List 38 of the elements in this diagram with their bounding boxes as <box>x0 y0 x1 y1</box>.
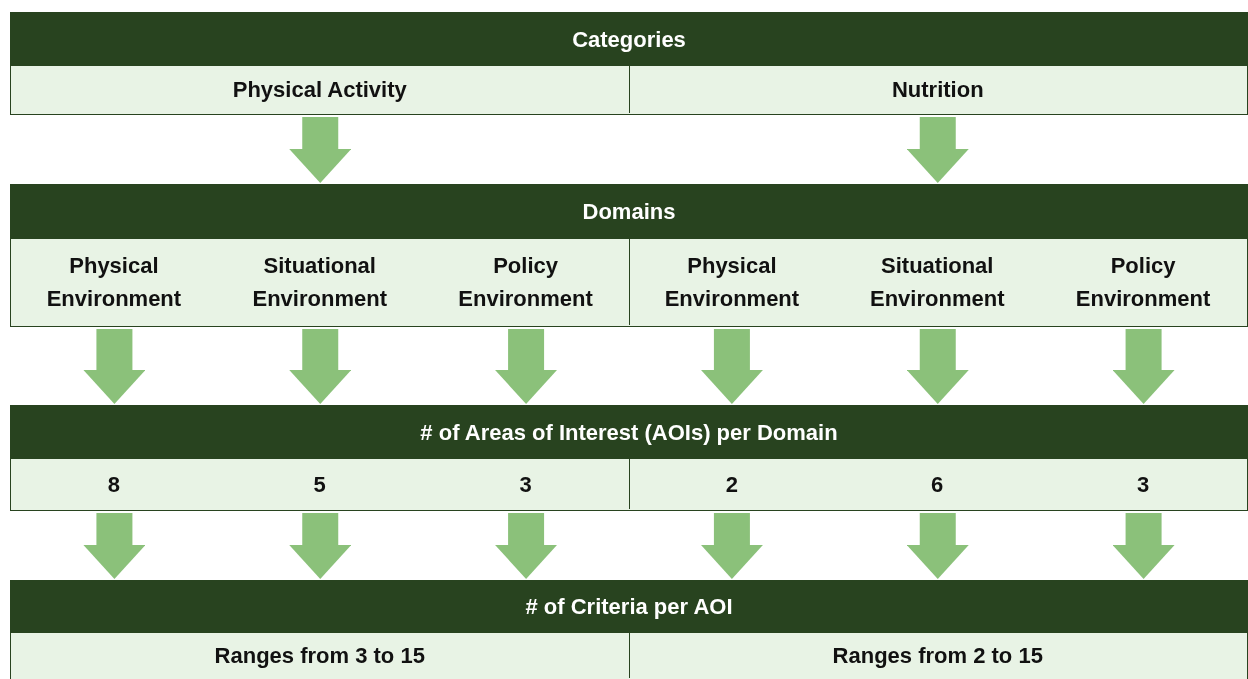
header-bar: Domains <box>11 185 1247 239</box>
block-arrow <box>83 513 146 579</box>
cell-text: Physical Activity <box>232 76 407 104</box>
cell-text: Ranges from 2 to 15 <box>832 642 1043 670</box>
block-arrow <box>289 117 352 183</box>
cell-text: Policy Environment <box>457 252 594 313</box>
block-arrow <box>289 329 352 404</box>
header-bar: Categories <box>11 13 1247 66</box>
cell-text: Nutrition <box>891 76 984 104</box>
cell-text: Situational Environment <box>251 252 388 313</box>
block-arrow <box>1112 329 1175 404</box>
block-arrow <box>1112 513 1175 579</box>
table-panel <box>10 184 1248 327</box>
block-arrow <box>495 513 558 579</box>
cell-text: Physical Environment <box>45 252 183 313</box>
cell-text: 8 <box>107 470 121 499</box>
cell-text: Physical Environment <box>663 252 801 313</box>
table-panel <box>10 580 1248 679</box>
block-arrow <box>906 513 969 579</box>
cell-text: Policy Environment <box>1074 252 1212 313</box>
cell-text: 6 <box>931 470 944 499</box>
header-bar: # of Areas of Interest (AOIs) per Domain <box>11 406 1247 459</box>
block-arrow <box>83 329 146 404</box>
header-bar: # of Criteria per AOI <box>11 581 1247 633</box>
cell-text: 3 <box>1136 470 1150 499</box>
block-arrow <box>495 329 558 404</box>
table-panel <box>10 405 1248 511</box>
cell-text: 3 <box>519 470 532 499</box>
block-arrow <box>289 513 352 579</box>
block-arrow <box>700 329 763 404</box>
cell-text: Ranges from 3 to 15 <box>214 642 425 670</box>
cell-text: 5 <box>313 470 326 499</box>
cell-text: Situational Environment <box>869 252 1006 313</box>
block-arrow <box>700 513 763 579</box>
cell-text: 2 <box>725 470 739 499</box>
table-panel <box>10 12 1248 115</box>
block-arrow <box>906 329 969 404</box>
block-arrow <box>906 117 969 183</box>
